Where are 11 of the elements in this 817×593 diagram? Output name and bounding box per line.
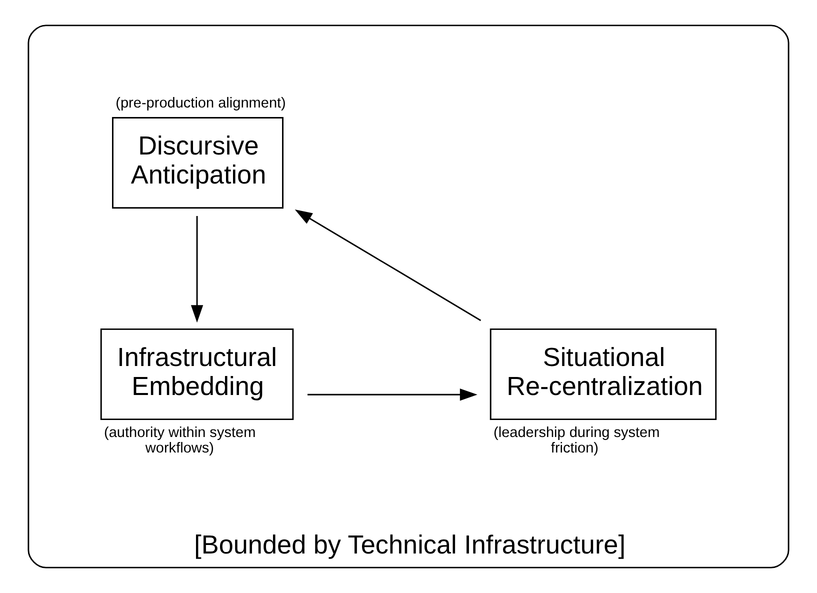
cluster [28, 24, 790, 568]
node-label: (pre-production alignment) [116, 96, 286, 112]
node-label: (leadership during system friction) [494, 424, 660, 457]
arrow [308, 388, 478, 401]
arrow [190, 216, 204, 323]
node-label: (authority within system workflows) [104, 424, 256, 457]
node-box: Discursive Anticipation [112, 117, 284, 209]
node-box: Infrastructural Embedding [100, 328, 294, 420]
arrow [294, 210, 482, 322]
node-box: Situational Re-centralization [490, 328, 717, 420]
node-label: [Bounded by Technical Infrastructure] [194, 530, 626, 560]
